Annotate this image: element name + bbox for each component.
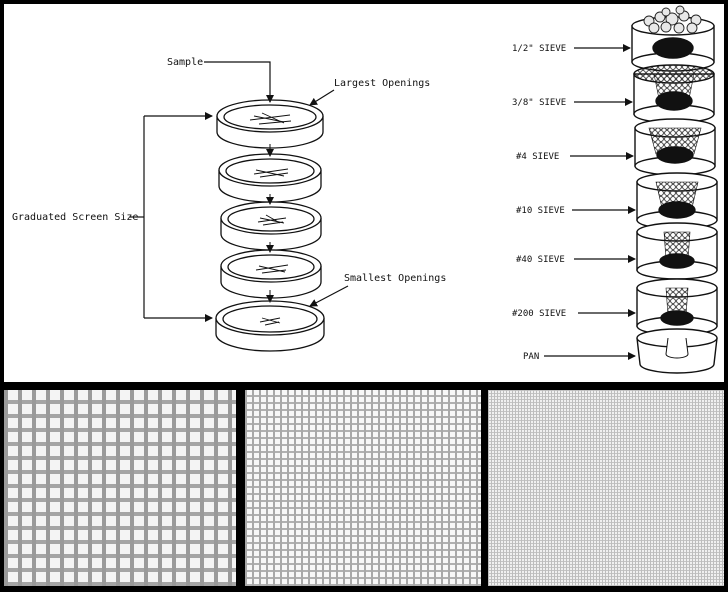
- sieve-label-4: #10 SIEVE: [516, 206, 565, 216]
- fine-mesh-photo: [488, 390, 724, 586]
- sieve-labels: 1/2" SIEVE 3/8" SIEVE #4 SIEVE #10 SIEVE…: [512, 44, 636, 362]
- screen-4: [220, 249, 322, 299]
- screen-5: [215, 300, 325, 352]
- sieve-number-4: [634, 118, 716, 176]
- sieve-label-1: 1/2" SIEVE: [512, 44, 566, 54]
- sample-pointer: [204, 61, 274, 103]
- sieve-label-5: #40 SIEVE: [516, 255, 565, 265]
- screen-3: [220, 201, 322, 251]
- sieve-diagram-panel: Sample Largest Openings Smallest Opening…: [4, 4, 724, 382]
- medium-mesh-photo: [245, 390, 481, 586]
- largest-openings-label: Largest Openings: [334, 78, 430, 89]
- graduated-bracket: [130, 112, 213, 322]
- screen-2: [218, 153, 322, 203]
- sieve-label-7: PAN: [523, 352, 539, 362]
- smallest-openings-label: Smallest Openings: [344, 273, 446, 284]
- sieve-pan: [636, 328, 718, 374]
- sieve-three-eighths: [633, 64, 715, 124]
- sieve-diagram: Sample Largest Openings Smallest Opening…: [12, 5, 718, 374]
- sieve-number-40: [636, 222, 718, 280]
- sieve-label-2: 3/8" SIEVE: [512, 98, 566, 108]
- sieve-column: [631, 5, 718, 374]
- sieve-label-6: #200 SIEVE: [512, 309, 566, 319]
- sieve-half-inch: [631, 5, 715, 72]
- sieve-number-10: [636, 172, 718, 230]
- screen-stack: [215, 99, 325, 352]
- screen-1: [216, 99, 324, 149]
- coarse-mesh-photo: [4, 390, 236, 586]
- sieve-label-3: #4 SIEVE: [516, 152, 559, 162]
- graduated-screen-label: Graduated Screen Size: [12, 212, 138, 223]
- sieve-number-200: [636, 278, 718, 336]
- sample-label: Sample: [167, 57, 203, 68]
